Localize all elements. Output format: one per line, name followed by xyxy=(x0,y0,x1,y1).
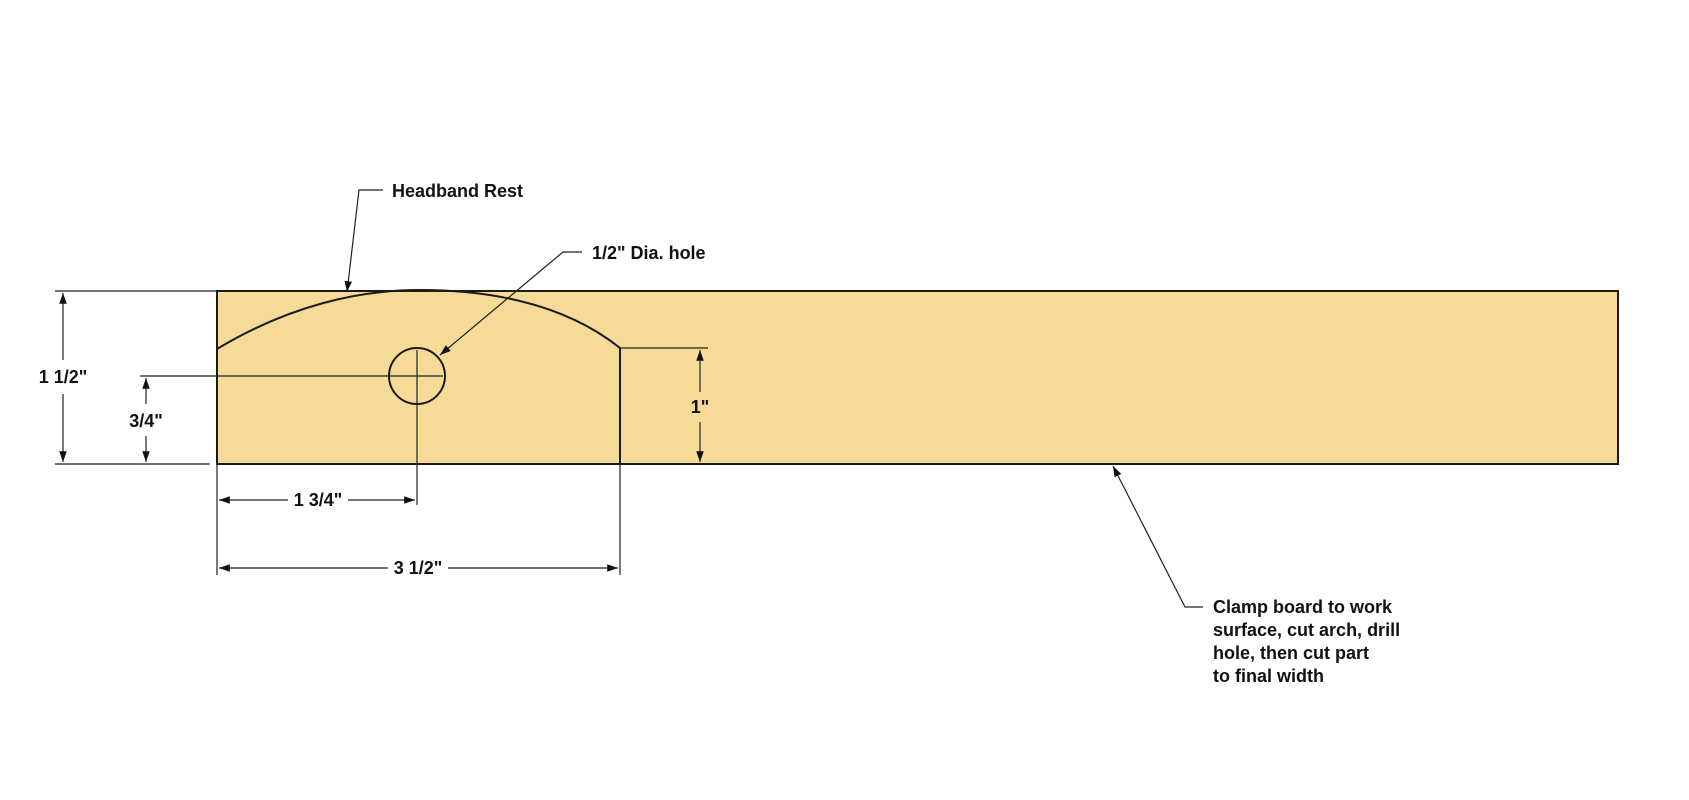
callout-headband-rest: Headband Rest xyxy=(392,181,523,201)
leader-hole xyxy=(439,251,582,356)
callout-hole-label: 1/2" Dia. hole xyxy=(592,243,706,263)
dim-label-arch-length: 3 1/2" xyxy=(394,558,443,578)
instructions-line-3: hole, then cut part xyxy=(1213,643,1369,663)
instructions-line-4: to final width xyxy=(1213,666,1324,686)
dim-label-hole-height: 3/4" xyxy=(129,411,163,431)
leader-instructions xyxy=(1112,465,1203,608)
arch-cut-line xyxy=(216,288,621,350)
dim-label-board-height: 1 1/2" xyxy=(39,367,88,387)
dim-label-cut-depth: 1" xyxy=(691,397,710,417)
dim-label-hole-offset: 1 3/4" xyxy=(294,490,343,510)
leader-headband-rest xyxy=(344,189,383,293)
instructions-line-2: surface, cut arch, drill xyxy=(1213,620,1400,640)
instructions-line-1: Clamp board to work xyxy=(1213,597,1393,617)
callout-instructions: Clamp board to work surface, cut arch, d… xyxy=(1213,597,1405,686)
board xyxy=(216,290,1619,465)
